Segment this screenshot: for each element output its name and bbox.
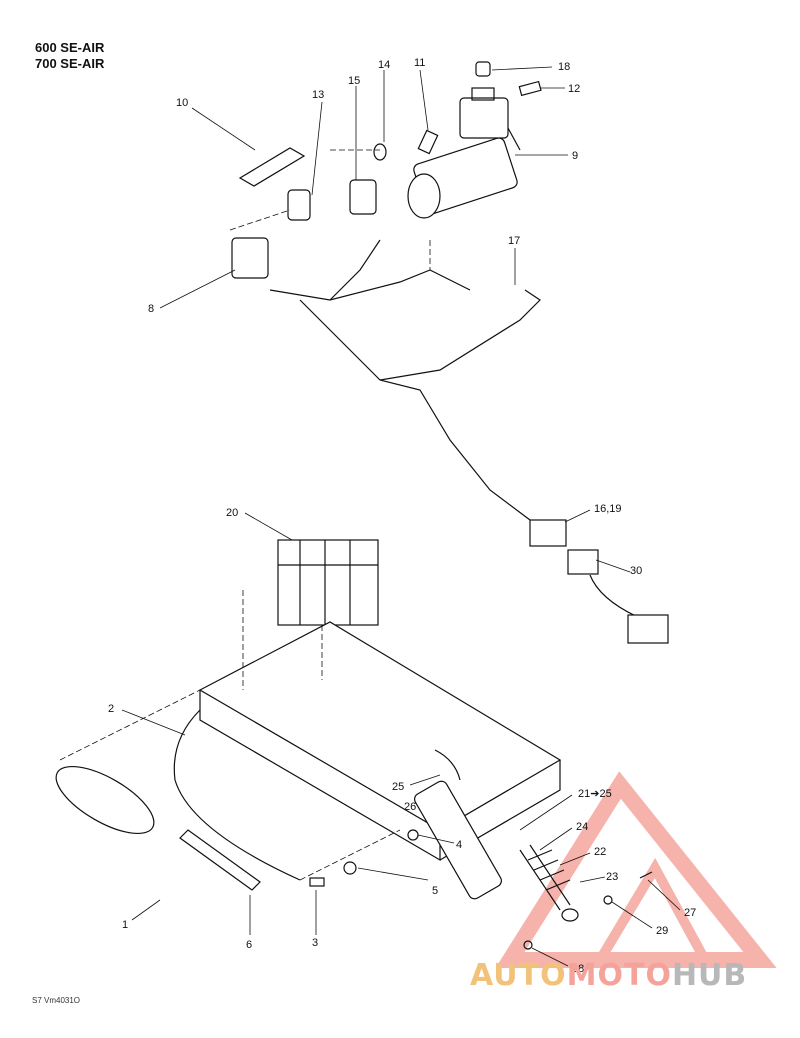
- connector-30-b: [627, 614, 669, 644]
- fitting-11: [417, 129, 439, 155]
- module-20: [277, 539, 379, 626]
- callout-14: 14: [378, 59, 390, 71]
- callout-23: 23: [606, 871, 618, 883]
- callout-30: 30: [630, 565, 642, 577]
- connector-16-19: [529, 519, 567, 547]
- fitting-3: [309, 877, 325, 887]
- leader-lines: [121, 66, 681, 967]
- callout-1: 1: [122, 919, 128, 931]
- callout-15: 15: [348, 75, 360, 87]
- callout-20: 20: [226, 507, 238, 519]
- callout-12: 12: [568, 83, 580, 95]
- callout-6: 6: [246, 939, 252, 951]
- callout-28: 28: [572, 963, 584, 975]
- callout-25: 25: [392, 781, 404, 793]
- compressor: [407, 87, 521, 219]
- nut-29: [603, 895, 613, 905]
- hose-25: [434, 749, 461, 781]
- model-title-600: 600 SE-AIR: [35, 40, 105, 55]
- callout-4: 4: [456, 839, 462, 851]
- callout-16-19: 16,19: [594, 503, 622, 515]
- drawing-code: S7 Vm4031O: [32, 996, 81, 1005]
- watermark-text: AUTOMOTOHUB: [470, 958, 747, 993]
- screw-27: [639, 871, 653, 879]
- pad: [55, 765, 155, 835]
- callout-9: 9: [572, 150, 578, 162]
- watermark-auto: AUTO: [470, 958, 567, 993]
- callout-24: 24: [576, 821, 588, 833]
- mounting-plate: [198, 621, 562, 831]
- fitting-12: [518, 80, 542, 97]
- callout-10: 10: [176, 97, 188, 109]
- switch-13: [287, 189, 311, 221]
- callout-13: 13: [312, 89, 324, 101]
- nut-28: [523, 940, 533, 950]
- callout-21-25: 21➔25: [578, 788, 612, 800]
- callout-2: 2: [108, 703, 114, 715]
- watermark-hub: HUB: [671, 958, 748, 993]
- shock-absorber: [414, 780, 579, 922]
- hose-2: [173, 709, 301, 881]
- callout-29: 29: [656, 925, 668, 937]
- callout-3: 3: [312, 937, 318, 949]
- watermark-logo: [495, 771, 777, 968]
- cable-30: [589, 574, 641, 619]
- valve-8: [231, 237, 269, 279]
- model-title-700: 700 SE-AIR: [35, 56, 105, 71]
- callout-18: 18: [558, 61, 570, 73]
- grommet-14: [373, 143, 387, 161]
- washer-4: [407, 829, 419, 841]
- callout-5: 5: [432, 885, 438, 897]
- callout-8: 8: [148, 303, 154, 315]
- rail-6: [179, 829, 261, 891]
- assembly-lines: [59, 149, 431, 881]
- callout-27: 27: [684, 907, 696, 919]
- callout-17: 17: [508, 235, 520, 247]
- switch-15: [349, 179, 377, 215]
- callout-26: 26: [404, 801, 416, 813]
- callout-11: 11: [414, 57, 425, 69]
- washer-5: [343, 861, 357, 875]
- cap: [475, 61, 491, 77]
- bracket-10: [238, 147, 306, 187]
- connector-30-a: [567, 549, 599, 575]
- watermark-moto: MOTO: [566, 958, 672, 993]
- wire-harness: [269, 239, 541, 521]
- callout-22: 22: [594, 846, 606, 858]
